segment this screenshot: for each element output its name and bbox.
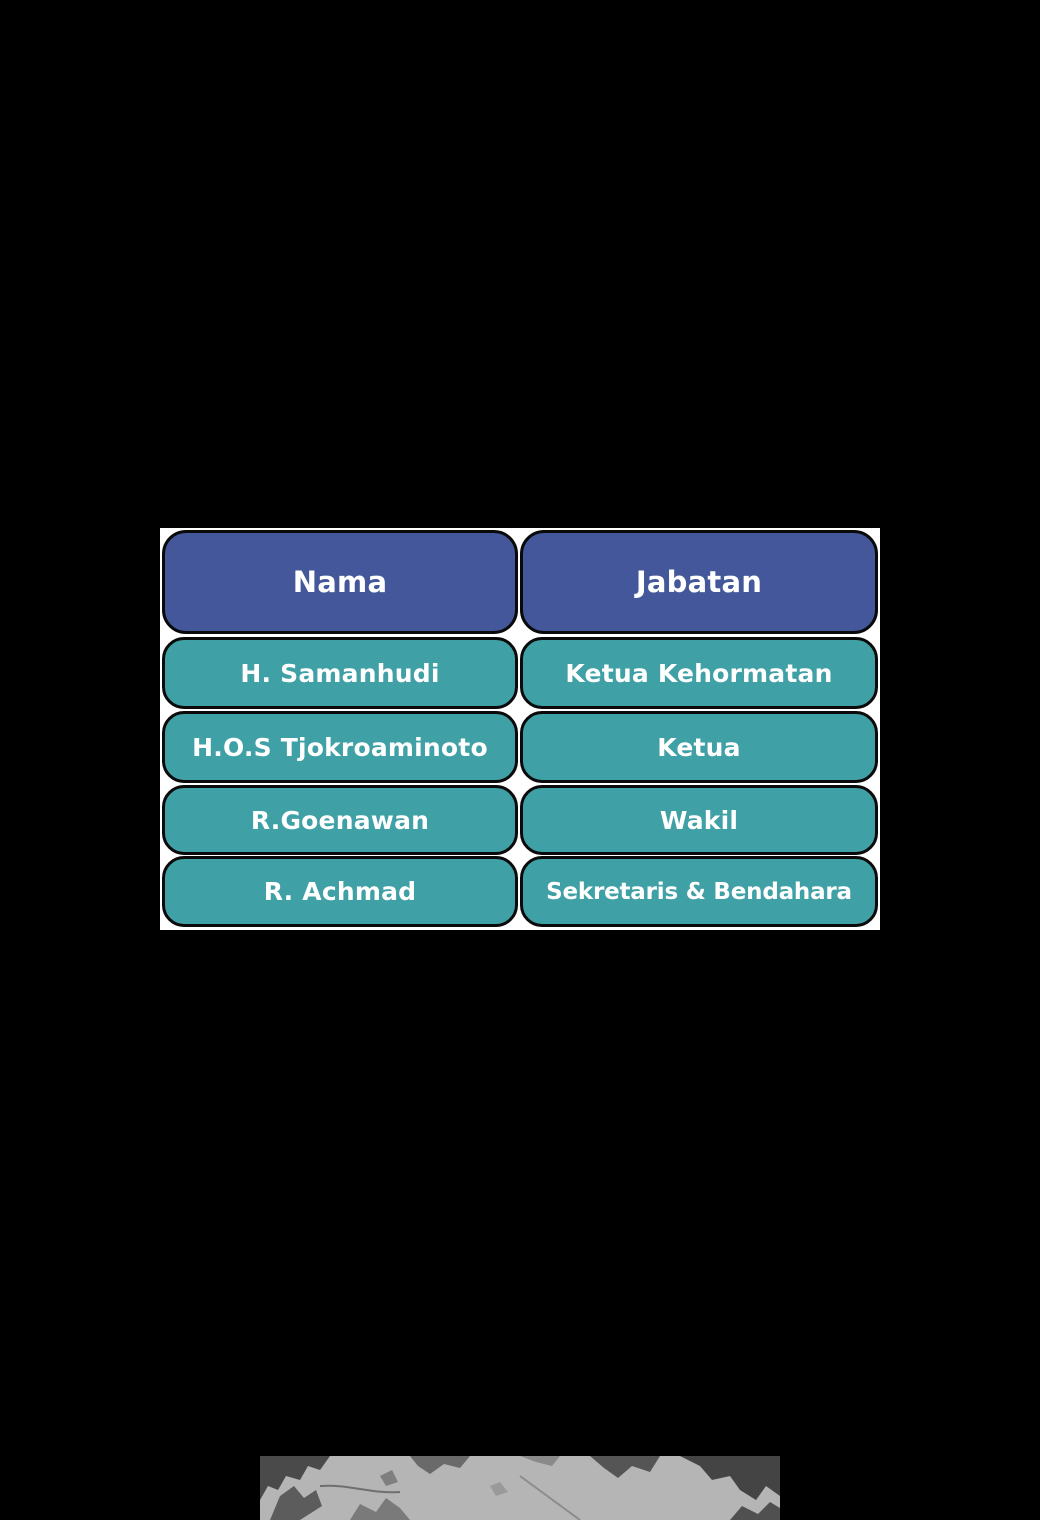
- photo-foliage: [260, 1456, 780, 1520]
- header-nama: Nama: [162, 530, 518, 634]
- cell-jabatan-row-2: Ketua: [520, 711, 878, 783]
- cell-nama-row-1: H. Samanhudi: [162, 637, 518, 709]
- cell-jabatan-row-4: Sekretaris & Bendahara: [520, 856, 878, 927]
- cell-nama-row-4: R. Achmad: [162, 856, 518, 927]
- cell-jabatan-row-1: Ketua Kehormatan: [520, 637, 878, 709]
- historical-photo: [260, 1456, 780, 1520]
- officers-table: Nama Jabatan H. Samanhudi Ketua Kehormat…: [160, 528, 880, 930]
- cell-nama-row-2: H.O.S Tjokroaminoto: [162, 711, 518, 783]
- cell-nama-row-3: R.Goenawan: [162, 785, 518, 855]
- header-jabatan: Jabatan: [520, 530, 878, 634]
- cell-jabatan-row-3: Wakil: [520, 785, 878, 855]
